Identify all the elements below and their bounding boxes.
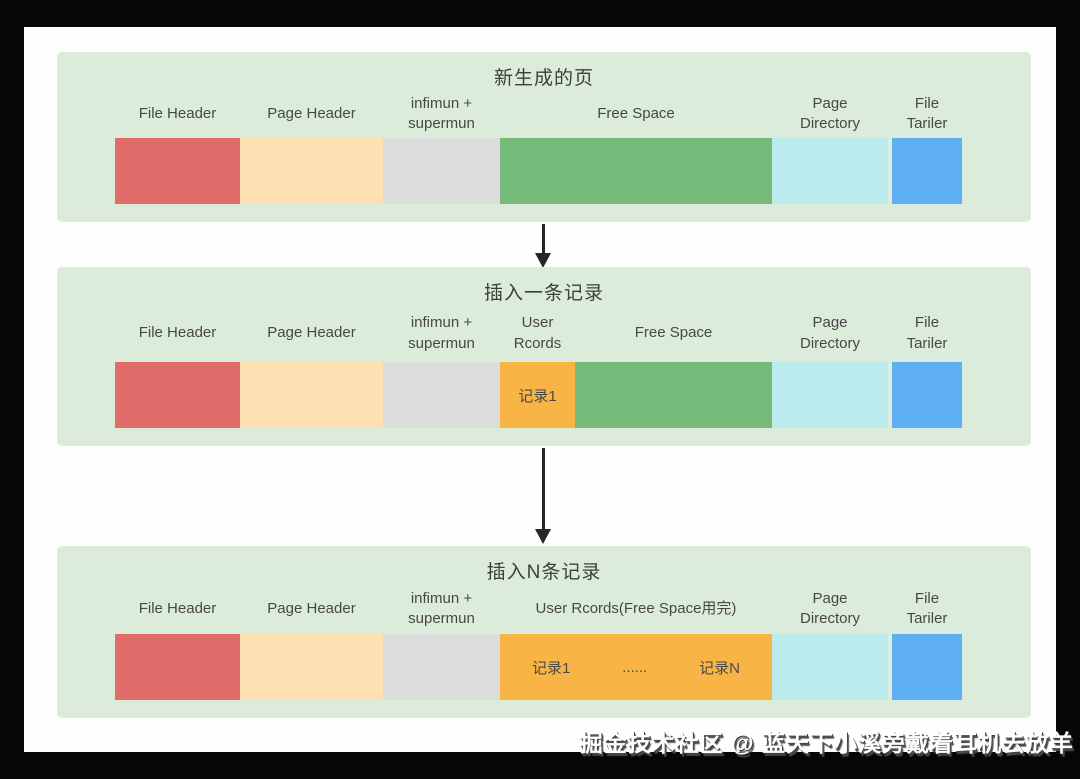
segment-user-records-full-block: 记录1 ...... 记录N (500, 634, 772, 700)
segment-infimum-supremum-label: infimun + supermun (408, 94, 475, 132)
segment-page-header-label: Page Header (267, 599, 356, 617)
panel-insert-n-records-segments: File Header Page Header infimun + superm… (115, 584, 1031, 700)
segment-file-header: File Header (115, 305, 240, 428)
record-1-label: 记录1 (518, 387, 557, 405)
segment-user-records-full-label: User Rcords(Free Space用完) (535, 599, 737, 617)
panel-insert-one-record: 插入一条记录 File Header Page Header infimun +… (57, 267, 1031, 446)
segment-file-header-label: File Header (138, 599, 217, 617)
segment-user-records-full: User Rcords(Free Space用完) 记录1 ...... 记录N (500, 584, 772, 700)
segment-file-trailer-label: File Tariler (906, 314, 948, 352)
panel-insert-n-records: 插入N条记录 File Header Page Header infimun +… (57, 546, 1031, 718)
segment-file-trailer-block (892, 634, 962, 700)
panel-new-page-title: 新生成的页 (493, 68, 594, 89)
segment-free-space-block (575, 362, 772, 428)
record-1-label: 记录1 (532, 659, 571, 677)
segment-page-header-block (240, 362, 383, 428)
segment-page-directory: Page Directory (772, 584, 888, 700)
segment-page-header-label: Page Header (267, 324, 356, 342)
segment-page-directory: Page Directory (772, 305, 888, 428)
segment-page-directory-block (772, 634, 888, 700)
segment-user-records-block: 记录1 (500, 362, 575, 428)
panel-new-page-segments: File Header Page Header infimun + superm… (115, 90, 1031, 204)
segment-file-header: File Header (115, 584, 240, 700)
segment-free-space: Free Space (500, 90, 772, 204)
segment-infimum-supremum-label: infimun + supermun (408, 314, 475, 352)
segment-user-records: User Rcords 记录1 (500, 305, 575, 428)
panel-insert-one-record-segments: File Header Page Header infimun + superm… (115, 305, 1031, 428)
segment-file-trailer: File Tariler (892, 90, 962, 204)
segment-file-header-block (115, 362, 240, 428)
segment-page-header: Page Header (240, 90, 383, 204)
segment-file-header-label: File Header (138, 324, 217, 342)
segment-file-trailer: File Tariler (892, 584, 962, 700)
segment-page-header-block (240, 138, 383, 204)
segment-infimum-supremum: infimun + supermun (383, 305, 500, 428)
segment-infimum-supremum: infimun + supermun (383, 584, 500, 700)
segment-page-directory-label: Page Directory (799, 589, 860, 627)
segment-file-trailer-block (892, 138, 962, 204)
down-arrow-icon (535, 224, 551, 268)
segment-infimum-supremum-block (383, 362, 500, 428)
segment-file-trailer-label: File Tariler (906, 589, 948, 627)
segment-file-header: File Header (115, 90, 240, 204)
diagram-canvas: 新生成的页 File Header Page Header infimun + … (24, 27, 1056, 752)
down-arrow-head (535, 253, 551, 268)
segment-user-records-label: User Rcords (513, 314, 562, 352)
segment-page-directory-block (772, 362, 888, 428)
record-n-label: 记录N (699, 659, 740, 677)
segment-page-directory-block (772, 138, 888, 204)
segment-free-space-block (500, 138, 772, 204)
segment-infimum-supremum-label: infimun + supermun (408, 589, 475, 627)
segment-free-space: Free Space (575, 305, 772, 428)
panel-insert-n-records-title: 插入N条记录 (486, 562, 602, 583)
down-arrow-shaft (541, 224, 545, 253)
segment-file-header-block (115, 634, 240, 700)
segment-free-space-label: Free Space (634, 324, 713, 342)
ellipsis-label: ...... (622, 658, 648, 676)
panel-insert-one-record-title: 插入一条记录 (483, 283, 604, 304)
segment-infimum-supremum-block (383, 634, 500, 700)
segment-page-directory-label: Page Directory (799, 314, 860, 352)
down-arrow-head (535, 529, 551, 544)
segment-infimum-supremum-block (383, 138, 500, 204)
watermark: 掘金技术社区 @ 蓝天下小溪旁戴着耳机去放羊 (579, 730, 1074, 756)
segment-page-directory-label: Page Directory (799, 94, 860, 132)
segment-page-header: Page Header (240, 305, 383, 428)
segment-page-header: Page Header (240, 584, 383, 700)
segment-page-header-block (240, 634, 383, 700)
segment-page-directory: Page Directory (772, 90, 888, 204)
segment-file-trailer-block (892, 362, 962, 428)
down-arrow-icon (535, 448, 551, 544)
segment-free-space-label: Free Space (597, 104, 675, 122)
segment-infimum-supremum: infimun + supermun (383, 90, 500, 204)
segment-file-trailer-label: File Tariler (906, 94, 948, 132)
down-arrow-shaft (541, 448, 545, 529)
segment-file-header-label: File Header (138, 104, 217, 122)
segment-file-header-block (115, 138, 240, 204)
panel-new-page: 新生成的页 File Header Page Header infimun + … (57, 52, 1031, 222)
segment-file-trailer: File Tariler (892, 305, 962, 428)
segment-page-header-label: Page Header (267, 104, 356, 122)
